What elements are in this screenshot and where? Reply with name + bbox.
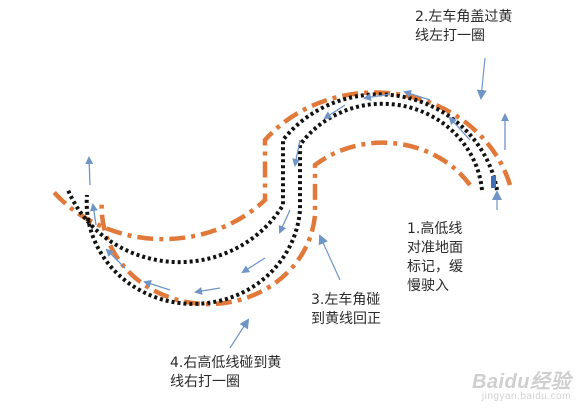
label-pointers (229, 57, 502, 349)
road-edge-outer (66, 92, 499, 265)
step4-label: 4.右高低线碰到黄 线右打一圈 (170, 355, 282, 390)
step1-label: 1.高低线 对准地面 标记，缓 慢驶入 (407, 221, 463, 294)
direction-arrows (85, 90, 509, 295)
watermark-url: jingyan.baidu.com (481, 391, 571, 402)
watermark: Baidu经验 jingyan.baidu.com (472, 365, 571, 402)
step2-label: 2.左车角盖过黄 线左打一圈 (415, 9, 513, 44)
outer-lane-line (50, 90, 513, 242)
step3-label: 3.左车角碰 到黄线回正 (311, 292, 381, 327)
car-marker (491, 176, 496, 188)
watermark-logo: Baidu经验 (471, 371, 571, 393)
